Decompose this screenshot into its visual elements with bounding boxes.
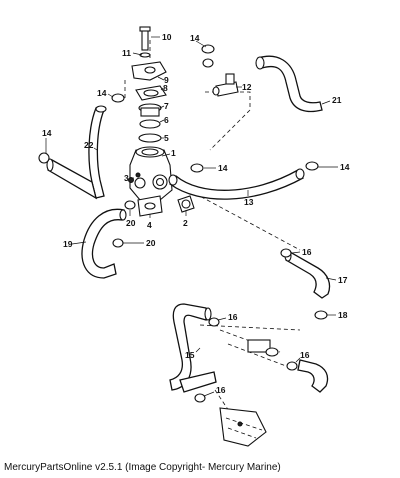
hose-clamps	[38, 44, 328, 403]
callout-13: 13	[244, 197, 254, 207]
callout-14-right: 14	[340, 162, 350, 172]
callout-9: 9	[164, 75, 169, 85]
hose-22	[46, 105, 107, 200]
callout-18: 18	[338, 310, 348, 320]
callout-19: 19	[63, 239, 73, 249]
callout-8: 8	[163, 83, 168, 93]
callout-20-left: 20	[126, 218, 136, 228]
hose-lower-right	[297, 359, 329, 393]
upper-hoses	[212, 55, 323, 113]
leader-lines	[45, 36, 338, 397]
callout-7: 7	[164, 101, 169, 111]
callout-16-right: 16	[300, 350, 310, 360]
hose-15	[169, 303, 217, 393]
image-caption: MercuryPartsOnline v2.5.1 (Image Copyrig…	[4, 462, 281, 473]
callout-1: 1	[171, 148, 176, 158]
lower-components	[219, 329, 287, 447]
callout-14-left: 14	[42, 128, 52, 138]
callout-5: 5	[164, 133, 169, 143]
callout-3: 3	[124, 173, 129, 183]
callout-12: 12	[242, 82, 252, 92]
callout-22: 22	[84, 140, 94, 150]
callout-16-upper: 16	[302, 247, 312, 257]
callout-6: 6	[164, 115, 169, 125]
hose-13	[168, 168, 305, 200]
thermostat-housing-assembly	[128, 26, 195, 217]
callout-14-center: 14	[218, 163, 228, 173]
callout-2: 2	[183, 218, 188, 228]
hose-19	[81, 208, 127, 279]
hose-17	[284, 250, 331, 299]
callout-21: 21	[332, 95, 342, 105]
callout-14-left-upper: 14	[97, 88, 107, 98]
callout-17: 17	[338, 275, 348, 285]
callout-11: 11	[122, 48, 131, 58]
callout-20-right: 20	[146, 238, 156, 248]
callout-15: 15	[185, 350, 195, 360]
callout-14-top: 14	[190, 33, 200, 43]
callout-16-lower: 16	[216, 385, 226, 395]
callout-labels: 10 11 9 8 7 6 5 1 3 2 4 12 13 14 14 14 1…	[42, 32, 350, 395]
callout-4: 4	[147, 220, 152, 230]
callout-10: 10	[162, 32, 172, 42]
callout-16-mid: 16	[228, 312, 238, 322]
